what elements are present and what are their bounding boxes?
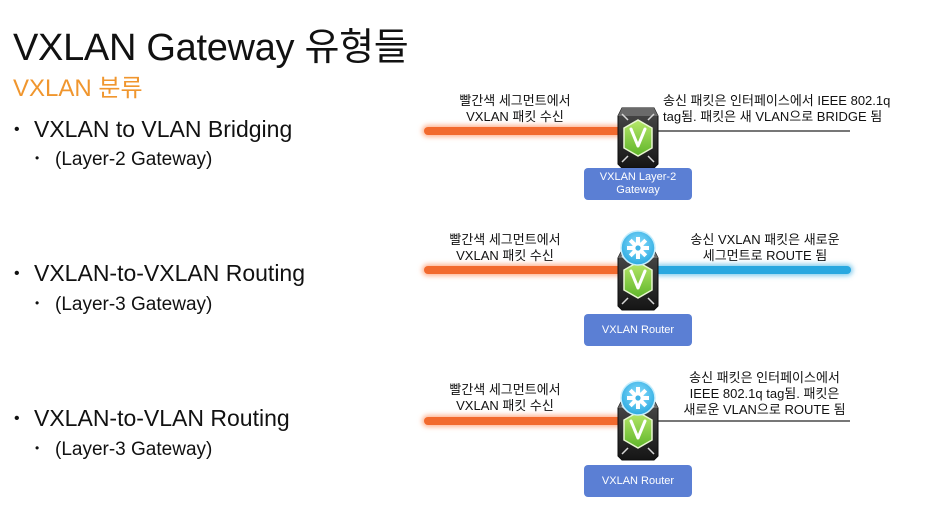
bullet-dot: • (14, 121, 20, 138)
send-caption: 송신 패킷은 인터페이스에서 IEEE 802.1q tag됨. 패킷은 새 V… (663, 93, 890, 125)
caption-line: VXLAN 패킷 수신 (456, 248, 554, 263)
caption-line: 빨간색 세그먼트에서 (459, 93, 571, 108)
red-segment-line (424, 417, 624, 425)
caption-line: 빨간색 세그먼트에서 (449, 382, 561, 397)
page-subtitle: VXLAN 분류 (13, 75, 143, 102)
device-label-line: VXLAN Router (601, 323, 675, 336)
caption-line: 세그먼트로 ROUTE 됨 (702, 248, 828, 263)
caption-line: 송신 VXLAN 패킷은 새로운 (690, 232, 840, 247)
sub-bullet-label: (Layer-2 Gateway) (55, 149, 213, 170)
bullet-label: VXLAN-to-VXLAN Routing (34, 260, 306, 286)
vlan-link-line (655, 130, 850, 132)
sub-bullet-layer3: • (Layer-3 Gateway) (35, 294, 212, 316)
caption-line: 빨간색 세그먼트에서 (449, 232, 561, 247)
sub-bullet-layer3: • (Layer-3 Gateway) (35, 439, 212, 461)
bullet-dot: • (14, 410, 20, 427)
bullet-dot: • (14, 265, 20, 282)
bullet-label: VXLAN-to-VLAN Routing (34, 405, 290, 431)
caption-line: 송신 패킷은 인터페이스에서 IEEE 802.1q (663, 93, 891, 108)
bullet-label: VXLAN to VLAN Bridging (34, 116, 293, 142)
caption-line: tag됨. 패킷은 새 VLAN으로 BRIDGE 됨 (663, 109, 883, 124)
receive-caption: 빨간색 세그먼트에서 VXLAN 패킷 수신 (425, 382, 585, 414)
caption-line: IEEE 802.1q tag됨. 패킷은 (689, 386, 840, 401)
caption-line: 새로운 VLAN으로 ROUTE 됨 (683, 402, 846, 417)
sub-bullet-layer2: • (Layer-2 Gateway) (35, 149, 212, 171)
bullet-vxlan-to-vlan-routing: • VXLAN-to-VLAN Routing (14, 405, 290, 432)
device-label-line: VXLAN Layer-2 (599, 171, 677, 183)
caption-line: 송신 패킷은 인터페이스에서 (689, 370, 840, 385)
blue-segment-line (655, 266, 851, 274)
sub-bullet-dot: • (35, 441, 40, 455)
send-caption: 송신 패킷은 인터페이스에서 IEEE 802.1q tag됨. 패킷은 새로운… (672, 370, 857, 418)
caption-line: VXLAN 패킷 수신 (456, 398, 554, 413)
sub-bullet-dot: • (35, 296, 40, 310)
red-segment-line (424, 266, 624, 274)
receive-caption: 빨간색 세그먼트에서 VXLAN 패킷 수신 (435, 93, 595, 125)
device-label-layer2-gateway: VXLAN Layer-2 Gateway (584, 168, 692, 200)
page-title: VXLAN Gateway 유형들 (13, 27, 409, 69)
sub-bullet-label: (Layer-3 Gateway) (55, 439, 213, 460)
send-caption: 송신 VXLAN 패킷은 새로운 세그먼트로 ROUTE 됨 (680, 232, 850, 264)
device-label-line: Gateway (616, 184, 660, 196)
bullet-vxlan-to-vxlan-routing: • VXLAN-to-VXLAN Routing (14, 260, 305, 287)
caption-line: VXLAN 패킷 수신 (466, 109, 564, 124)
bullet-vxlan-to-vlan-bridging: • VXLAN to VLAN Bridging (14, 116, 292, 143)
receive-caption: 빨간색 세그먼트에서 VXLAN 패킷 수신 (425, 232, 585, 264)
device-label-vxlan-router: VXLAN Router (584, 314, 692, 346)
gear-icon (620, 230, 656, 266)
vlan-link-line (655, 420, 850, 422)
sub-bullet-label: (Layer-3 Gateway) (55, 294, 213, 315)
device-label-line: VXLAN Router (601, 474, 675, 487)
vxlan-switch-icon (616, 106, 660, 170)
sub-bullet-dot: • (35, 151, 40, 165)
device-label-vxlan-router: VXLAN Router (584, 465, 692, 497)
red-segment-line (424, 127, 624, 135)
gear-icon (620, 380, 656, 416)
